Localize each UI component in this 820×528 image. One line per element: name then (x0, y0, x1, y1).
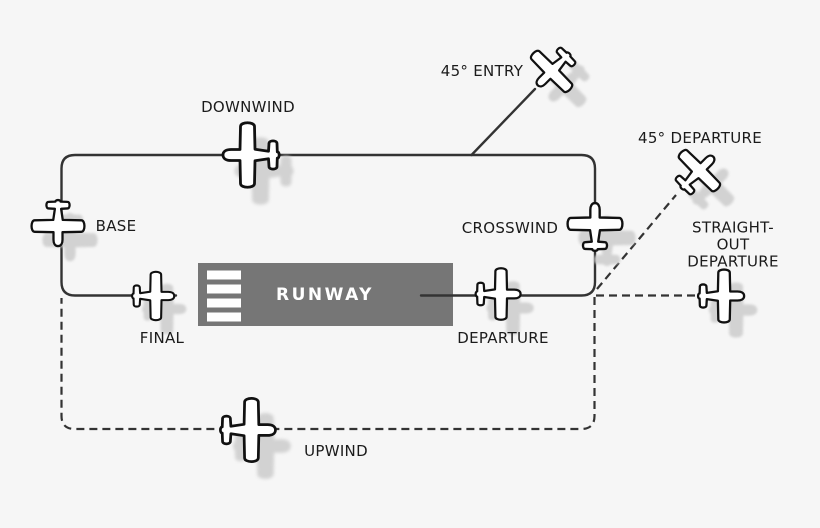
threshold-stripe (207, 270, 241, 280)
upwind-dashed-line (60, 297, 596, 431)
downwind-label: DOWNWIND (201, 98, 295, 116)
runway-threshold-stripes (207, 270, 241, 322)
final-airplane-icon (131, 270, 187, 335)
pattern-circuit-line (60, 153, 597, 297)
departure-45-airplane-icon (662, 137, 746, 222)
departure-45-label: 45° DEPARTURE (637, 129, 763, 147)
base-label: BASE (95, 217, 137, 235)
upwind-airplane-icon (219, 397, 291, 479)
departure-airplane-icon (474, 267, 534, 335)
runway (198, 263, 453, 326)
threshold-stripe (207, 298, 241, 308)
entry-45-label: 45° ENTRY (440, 62, 524, 80)
departure-label: DEPARTURE (457, 329, 549, 347)
straight-out-airplane-icon (696, 268, 758, 338)
upwind-label: UPWIND (304, 442, 368, 460)
base-airplane-icon (30, 198, 98, 262)
departure-45-line (596, 194, 677, 290)
entry-45-airplane-icon (518, 34, 602, 119)
entry-45-line (470, 87, 537, 157)
threshold-stripe (207, 284, 241, 294)
threshold-stripe (207, 312, 241, 322)
crosswind-label: CROSSWIND (461, 219, 559, 237)
runway-label: RUNWAY (276, 285, 374, 305)
straight-out-departure-label: STRAIGHT-OUT DEPARTURE (687, 218, 779, 271)
final-label: FINAL (139, 329, 185, 347)
downwind-airplane-icon (221, 121, 294, 205)
